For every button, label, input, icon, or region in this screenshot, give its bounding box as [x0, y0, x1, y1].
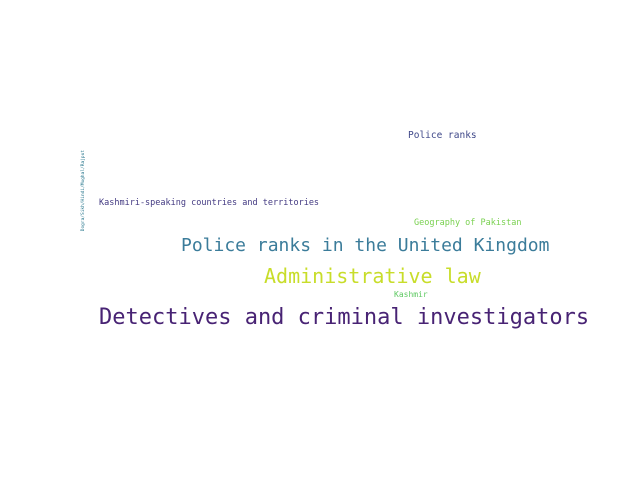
word-vertical-small: Dogra/Sikh/Hindi/Mughal/Rajput	[80, 149, 86, 232]
word-police-ranks-in-the-united-kingdom: Police ranks in the United Kingdom	[181, 235, 550, 256]
word-administrative-law: Administrative law	[264, 264, 481, 288]
word-geography-of-pakistan: Geography of Pakistan	[414, 218, 522, 228]
word-detectives-and-criminal-investigators: Detectives and criminal investigators	[99, 305, 590, 330]
word-kashmir: Kashmir	[394, 290, 428, 299]
word-police-ranks: Police ranks	[408, 130, 477, 141]
word-kashmiri-speaking-countries: Kashmiri-speaking countries and territor…	[99, 198, 320, 208]
